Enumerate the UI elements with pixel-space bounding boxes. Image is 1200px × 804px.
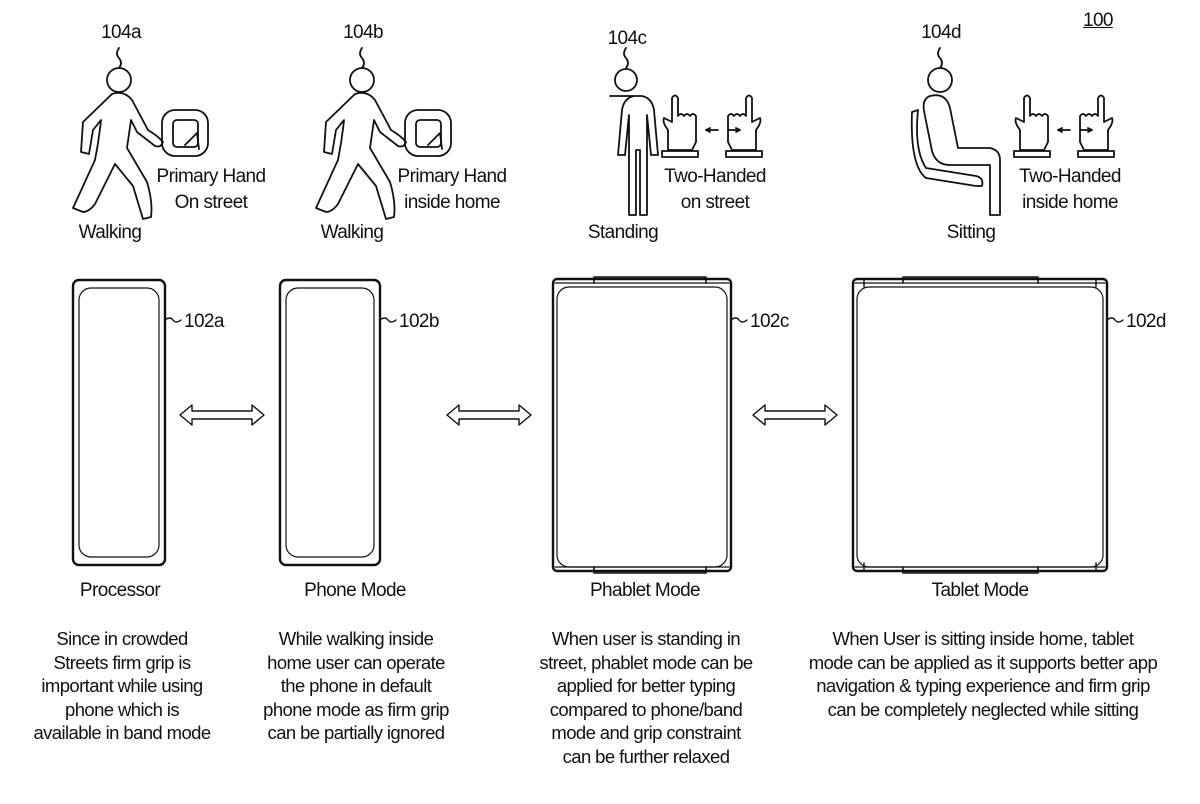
standing-person-icon <box>609 47 659 216</box>
double-arrow-icon <box>446 404 532 426</box>
user-ref-label: 104c <box>607 28 647 49</box>
one-hand-phone-icon <box>161 109 209 157</box>
device-phone-mode <box>278 278 397 567</box>
user-ref-label: 104b <box>343 22 383 43</box>
mode-label: Processor <box>79 580 161 601</box>
device-ref-label: 102a <box>184 311 224 332</box>
mode-label: Tablet Mode <box>931 580 1030 601</box>
device-ref-label: 102d <box>1126 311 1166 332</box>
device-ref-label: 102b <box>399 311 439 332</box>
figure-number: 100 <box>1083 10 1114 31</box>
activity-label: Standing <box>587 222 659 243</box>
device-phablet-mode <box>551 276 748 574</box>
walking-person-icon <box>315 47 407 220</box>
user-ref-label: 104a <box>101 22 141 43</box>
device-band-mode <box>71 278 182 567</box>
mode-label: Phablet Mode <box>589 580 701 601</box>
sitting-person-icon <box>910 47 1001 216</box>
device-ref-label: 102c <box>750 311 789 332</box>
device-tablet-mode <box>851 276 1124 574</box>
mode-description: When User is sitting inside home, tablet… <box>808 628 1158 720</box>
activity-label: Walking <box>78 222 142 243</box>
user-ref-label: 104d <box>921 22 961 43</box>
double-arrow-icon <box>752 404 838 426</box>
double-arrow-icon <box>179 404 265 426</box>
two-hands-icon <box>661 94 763 158</box>
walking-person-icon <box>72 47 164 220</box>
one-hand-phone-icon <box>404 109 452 157</box>
mode-label: Phone Mode <box>304 580 406 601</box>
two-hands-icon <box>1013 94 1115 158</box>
activity-label: Sitting <box>946 222 996 243</box>
activity-label: Walking <box>320 222 384 243</box>
